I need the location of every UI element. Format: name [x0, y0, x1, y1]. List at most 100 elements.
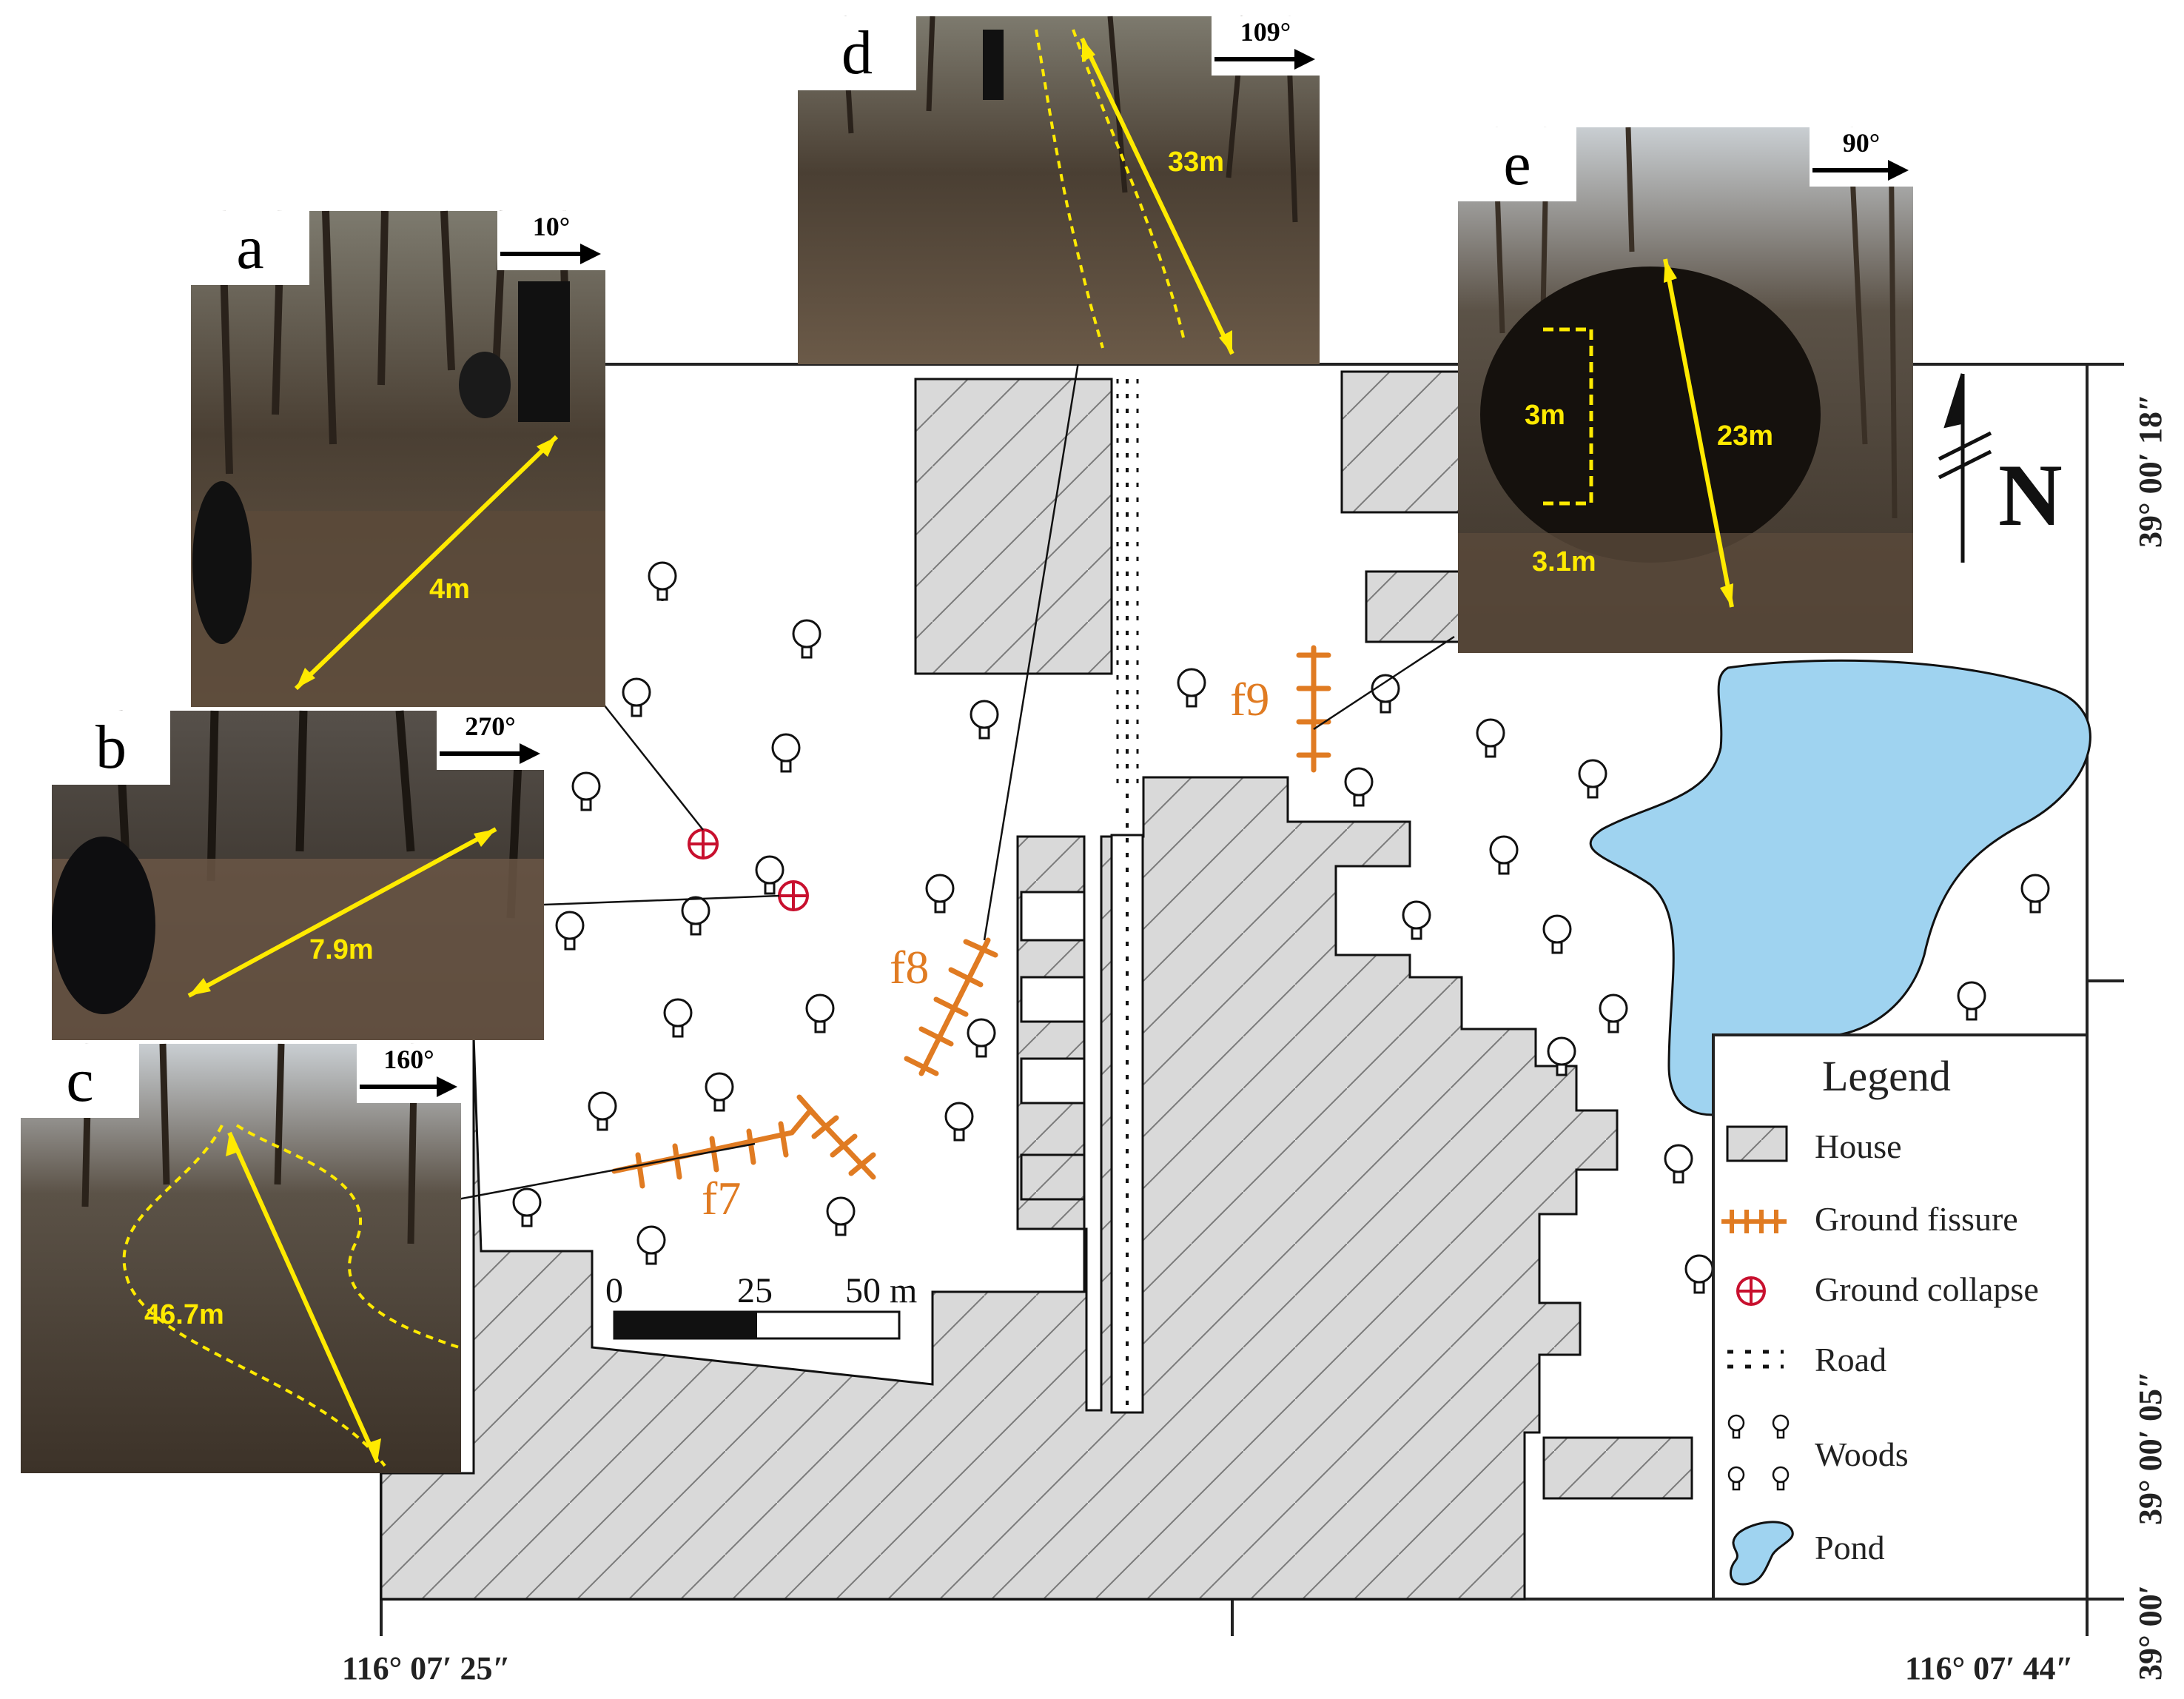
- legend-label-woods: Woods: [1815, 1435, 1909, 1473]
- legend-pond-swatch: [1729, 1521, 1794, 1586]
- fissure-f9: [1296, 645, 1331, 773]
- fissure-label-f7: f7: [702, 1172, 742, 1224]
- photo-a-measurement: 4m: [429, 574, 470, 605]
- house-block: [914, 378, 1113, 675]
- legend-woods-swatch: [1727, 1414, 1790, 1491]
- tree-icon: [663, 998, 693, 1038]
- tree-icon: [2020, 874, 2050, 914]
- tree-icon: [636, 1225, 666, 1265]
- direction-arrow-icon: [440, 743, 540, 764]
- photo-e-direction: 90°: [1810, 127, 1913, 187]
- tree-icon: [1578, 759, 1607, 799]
- direction-arrow-icon: [360, 1076, 457, 1097]
- fissure-label-f9: f9: [1230, 673, 1270, 725]
- tree-icon: [588, 1091, 617, 1131]
- tree-icon: [512, 1187, 542, 1227]
- photo-c-label: c: [21, 1044, 139, 1118]
- photo-c-measurement: 46.7m: [144, 1299, 224, 1330]
- photo-e-label: e: [1458, 127, 1576, 201]
- houses: [380, 370, 1693, 1601]
- coord-lon-right: 116° 07′ 44″: [1905, 1650, 2074, 1686]
- house-block-main: [380, 776, 1619, 1601]
- photo-b: [52, 710, 544, 1040]
- ground-fissures: [611, 645, 1331, 1189]
- photo-e-direction-degrees: 90°: [1842, 128, 1881, 158]
- tree-icon: [771, 733, 801, 773]
- tree-icon: [792, 619, 821, 659]
- tree-icon: [1402, 900, 1431, 940]
- tree-icon: [755, 855, 784, 895]
- tree-icon: [967, 1018, 996, 1058]
- photo-d-measurement: 33m: [1168, 147, 1225, 178]
- photo-b-label: b: [52, 711, 170, 785]
- photo-b-measurement: 7.9m: [309, 934, 374, 965]
- north-arrow: [1938, 373, 1992, 563]
- photo-c-direction-degrees: 160°: [383, 1045, 434, 1074]
- coord-lat-mid: 39° 00′ 05″: [2132, 1370, 2168, 1525]
- photo-d-label: d: [798, 16, 916, 90]
- house-block: [1365, 570, 1462, 643]
- scale-tick-25: 25: [737, 1271, 773, 1310]
- legend-label-house: House: [1815, 1127, 1902, 1165]
- tree-icon: [805, 993, 835, 1033]
- photo-b-direction-degrees: 270°: [465, 711, 516, 741]
- tree-icon: [1542, 914, 1572, 954]
- fissure-label-f8: f8: [890, 941, 930, 993]
- photo-e-measurement-depth: 3m: [1525, 400, 1565, 431]
- fissure-f8: [904, 937, 998, 1076]
- direction-arrow-icon: [500, 244, 601, 264]
- legend-label-ground-collapse: Ground collapse: [1815, 1270, 2039, 1308]
- tree-icon: [571, 771, 601, 811]
- tree-icon: [648, 561, 677, 601]
- house-block: [1340, 370, 1462, 514]
- tree-icon: [1547, 1036, 1576, 1076]
- tree-icon: [622, 677, 651, 717]
- fissure-f7: [611, 1094, 876, 1189]
- tree-icon: [555, 911, 585, 951]
- coord-lat-bottom: 39° 00′: [2132, 1585, 2168, 1680]
- photo-a-label: a: [191, 211, 309, 285]
- photo-a: [191, 210, 605, 707]
- photo-e-measurement-length: 23m: [1717, 420, 1774, 452]
- tree-icon: [1177, 668, 1206, 708]
- house-block: [1542, 1436, 1693, 1500]
- legend-title: Legend: [1822, 1052, 1951, 1100]
- direction-arrow-icon: [1812, 160, 1909, 181]
- photo-a-direction-degrees: 10°: [532, 212, 571, 241]
- legend-fissure-swatch: [1721, 1210, 1787, 1233]
- woods: [512, 561, 2050, 1294]
- ground-collapse-icon: [688, 828, 719, 859]
- north-label: N: [1998, 446, 2063, 544]
- legend-label-road: Road: [1815, 1341, 1887, 1378]
- photo-e: [1458, 127, 1913, 653]
- coord-lat-top: 39° 00′ 18″: [2132, 393, 2168, 548]
- photo-d-direction: 109°: [1212, 16, 1320, 76]
- road: [1110, 379, 1144, 1414]
- house-wings: [1016, 835, 1086, 1230]
- ground-collapses: [688, 828, 809, 911]
- tree-icon: [925, 874, 955, 914]
- legend-box: [1712, 1033, 2089, 1601]
- tree-icon: [705, 1072, 734, 1112]
- legend-house-swatch: [1726, 1125, 1788, 1162]
- legend-collapse-swatch: [1736, 1276, 1766, 1306]
- tree-icon: [1371, 674, 1400, 714]
- tree-icon: [1684, 1254, 1714, 1294]
- tree-icon: [681, 896, 710, 936]
- leader-lines: [417, 325, 1455, 1208]
- tree-icon: [1957, 981, 1986, 1021]
- tree-icon: [944, 1102, 974, 1142]
- tree-icon: [1664, 1144, 1693, 1184]
- scale-tick-0: 0: [605, 1271, 623, 1310]
- tree-icon: [826, 1196, 856, 1236]
- tree-icon: [1599, 993, 1628, 1033]
- photo-e-measurement-width: 3.1m: [1532, 546, 1596, 577]
- photo-d-direction-degrees: 109°: [1240, 17, 1291, 47]
- tree-icon: [1344, 767, 1374, 807]
- photo-b-direction: 270°: [437, 711, 544, 770]
- photo-a-direction: 10°: [497, 211, 605, 270]
- direction-arrow-icon: [1214, 49, 1315, 70]
- tree-icon: [1489, 835, 1519, 875]
- legend-label-ground-fissure: Ground fissure: [1815, 1200, 2018, 1238]
